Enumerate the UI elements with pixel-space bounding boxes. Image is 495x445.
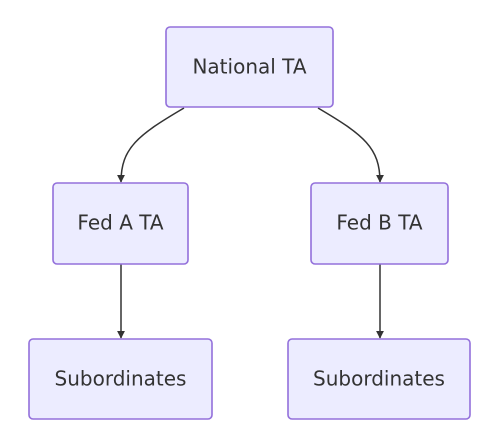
node-fed-b-ta-label: Fed B TA xyxy=(336,211,423,235)
node-national-ta-label: National TA xyxy=(192,55,306,79)
node-fed-a-ta: Fed A TA xyxy=(52,182,189,265)
node-subordinates-a-label: Subordinates xyxy=(55,367,187,391)
node-fed-b-ta: Fed B TA xyxy=(310,182,449,265)
node-subordinates-a: Subordinates xyxy=(28,338,213,420)
edge-national-to-fed-b xyxy=(317,107,384,183)
node-subordinates-b-label: Subordinates xyxy=(313,367,445,391)
node-subordinates-b: Subordinates xyxy=(287,338,471,420)
node-fed-a-ta-label: Fed A TA xyxy=(77,211,163,235)
node-national-ta: National TA xyxy=(165,26,334,108)
edge-national-to-fed-a xyxy=(117,107,185,183)
